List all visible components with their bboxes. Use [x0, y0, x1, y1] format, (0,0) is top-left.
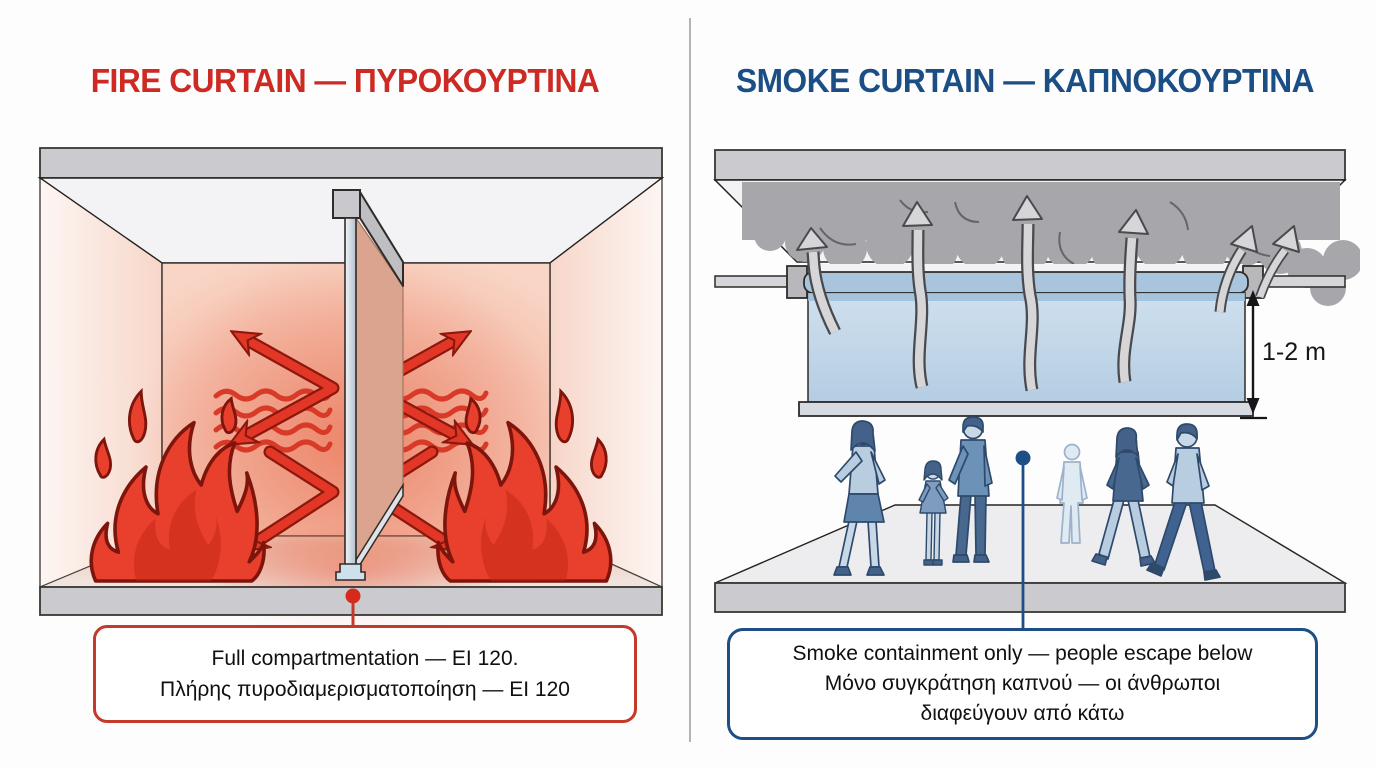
escape-floor — [714, 504, 1348, 613]
fire-callout-line-el: Πλήρης πυροδιαμερισματοποίηση — EI 120 — [160, 678, 570, 701]
ceiling-slab — [39, 147, 663, 179]
people-group — [833, 416, 1221, 581]
headbox — [332, 189, 361, 219]
dimension-arrow — [1240, 290, 1267, 420]
smoke-panel-title: SMOKE CURTAIN — ΚΑΠΝΟΚΟΥΡΤΙΝΑ — [735, 62, 1315, 99]
fire-curtain — [332, 189, 404, 581]
smoke-callout-line-el2: διαφεύγουν από κάτω — [920, 701, 1125, 725]
person-child — [918, 460, 949, 566]
fire-panel-title: FIRE CURTAIN — ΠΥΡΟΚΟΥΡΤΙΝΑ — [90, 62, 600, 99]
smoke-callout: Smoke containment only — people escape b… — [727, 628, 1318, 740]
dimension-label: 1-2 m — [1262, 338, 1326, 366]
person-woman-right — [1091, 427, 1156, 567]
rail-right — [1260, 275, 1346, 288]
smoke-flow-arrows-icon — [796, 195, 1300, 392]
smoke-curtain-diagram — [713, 149, 1360, 630]
smoke-callout-leader — [1015, 450, 1031, 630]
fire-callout: Full compartmentation — EI 120. Πλήρης π… — [93, 625, 637, 723]
smoke-callout-line-el1: Μόνο συγκράτηση καπνού — οι άνθρωποι — [824, 672, 1221, 696]
fire-callout-line-en: Full compartmentation — EI 120. — [211, 646, 519, 670]
floor — [714, 504, 1348, 584]
ceiling-slab — [714, 149, 1346, 181]
person-man-right — [1146, 423, 1221, 581]
leader-dot — [345, 588, 361, 604]
curtain-bottom-bar — [798, 401, 1254, 417]
person-woman-left — [833, 420, 886, 576]
person-background-figure — [1056, 443, 1088, 544]
fire-callout-leader — [345, 588, 361, 627]
floor-slab — [714, 582, 1346, 613]
smoke-callout-line-en: Smoke containment only — people escape b… — [792, 642, 1253, 666]
curtain-bottom-weight — [335, 563, 366, 581]
fire-curtain-diagram — [37, 147, 665, 645]
curtain-panel — [344, 217, 357, 567]
person-man-center — [948, 416, 993, 563]
panel-divider — [689, 18, 691, 742]
rail-left — [714, 275, 790, 288]
leader-dot — [1015, 450, 1031, 466]
